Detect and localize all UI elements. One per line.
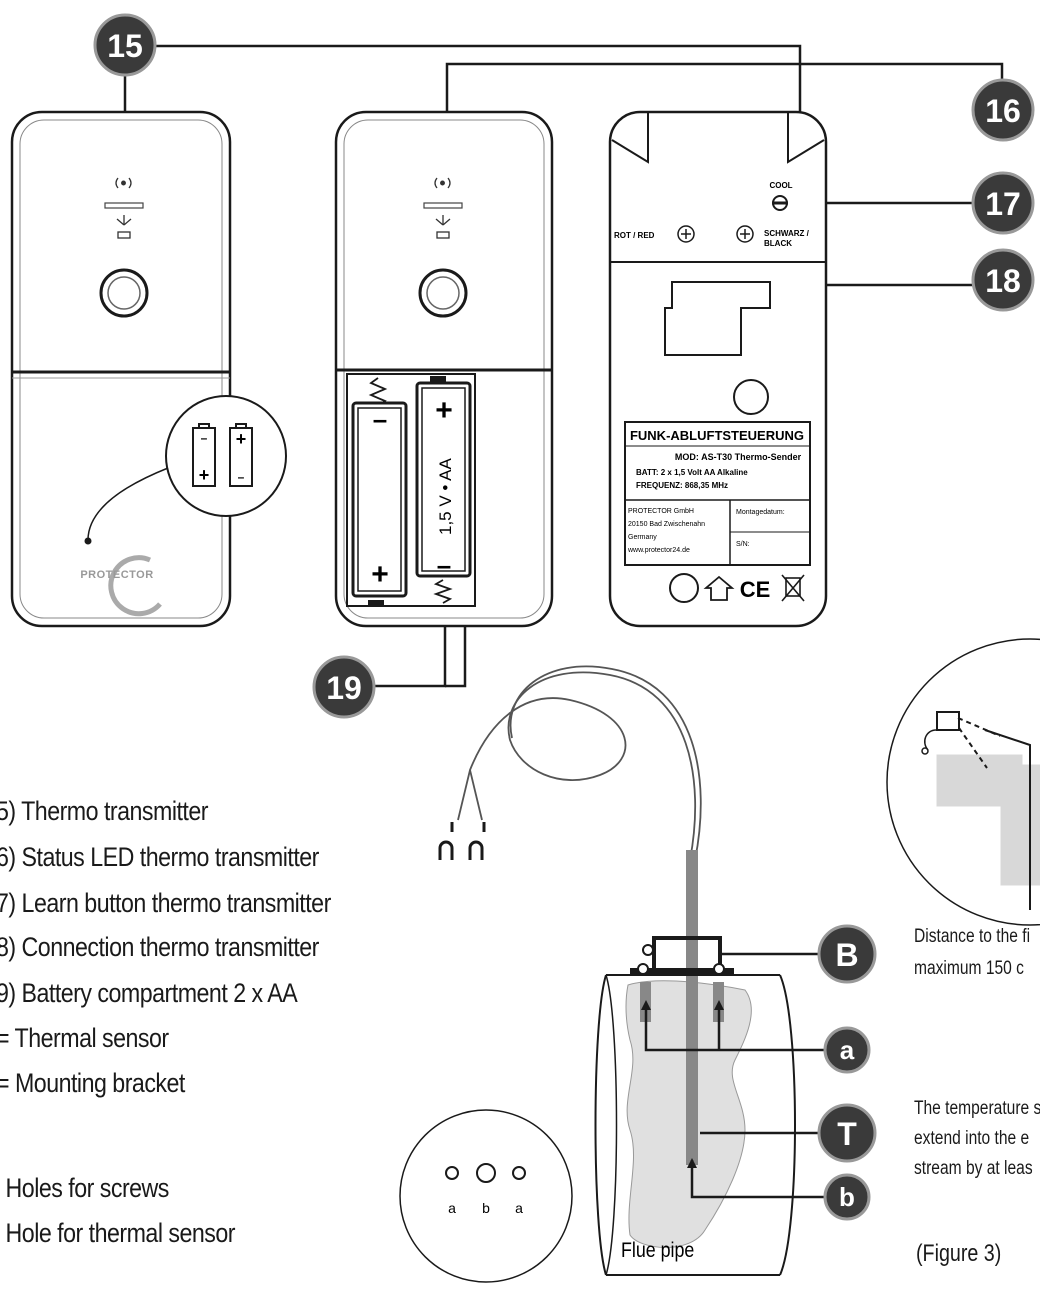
type-label xyxy=(624,421,811,566)
house-icon xyxy=(703,575,735,601)
legend-item-connection: 8) Connection thermo transmitter xyxy=(0,932,319,962)
status-led-icon xyxy=(104,202,144,209)
recycle-circle-icon xyxy=(669,573,699,603)
sensor-probe-top xyxy=(686,850,698,965)
light-icon xyxy=(435,215,451,239)
label-montagedatum: Montagedatum: xyxy=(736,509,785,516)
thermo-transmitter-back: COOL ROT / RED SCHWARZ / BLACK FUNK-ABLU… xyxy=(608,110,828,628)
callout-15: 15 xyxy=(93,13,157,77)
label-address-1: PROTECTOR GmbH xyxy=(628,508,694,515)
callout-19-label: 19 xyxy=(326,670,362,706)
thermo-transmitter-front: – + + – PROTECTOR xyxy=(10,110,287,628)
signal-icon xyxy=(115,177,132,189)
signal-icon xyxy=(434,177,451,189)
callout-15-label: 15 xyxy=(107,28,143,64)
brand-logo: PROTECTOR xyxy=(80,569,153,581)
battery-minus: – xyxy=(373,404,387,434)
callout-19: 19 xyxy=(312,655,376,719)
cool-label: COOL xyxy=(769,181,792,190)
battery-plus: + xyxy=(371,558,389,591)
thermal-sensor-cable xyxy=(457,665,702,861)
note-distance-line-1: Distance to the fi xyxy=(914,926,1031,947)
battery-cell-right xyxy=(415,381,472,578)
legend-item-status-led: 6) Status LED thermo transmitter xyxy=(0,842,319,872)
legend-item-mounting-bracket: = Mounting bracket xyxy=(0,1068,185,1098)
hole-label-a-right: a xyxy=(515,1200,523,1216)
battery-cell-left xyxy=(351,401,408,598)
callout-T: T xyxy=(817,1103,877,1163)
battery-icon xyxy=(192,423,253,487)
label-address-3: Germany xyxy=(628,534,657,541)
callout-B-label: B xyxy=(835,937,858,973)
ce-mark-icon: CE xyxy=(740,577,771,602)
screw-hole xyxy=(733,379,769,415)
callout-18-label: 18 xyxy=(985,263,1021,299)
legend-item-battery-compartment: 9) Battery compartment 2 x AA xyxy=(0,978,298,1008)
battery-icon-plus-2: + xyxy=(236,429,247,449)
flue-pipe xyxy=(594,965,796,1276)
thermo-transmitter-open: – + + – 1,5 V • AA xyxy=(334,110,554,628)
cable-lugs xyxy=(438,822,486,860)
note-distance-line-2: maximum 150 c xyxy=(914,958,1024,979)
label-address-2: 20150 Bad Zwischenahn xyxy=(628,521,705,528)
legend-item-thermal-sensor: = Thermal sensor xyxy=(0,1023,169,1053)
callout-b: b xyxy=(823,1173,871,1221)
light-icon xyxy=(116,215,132,239)
battery-icon-plus: + xyxy=(199,465,210,485)
legend-item-thermo-transmitter: 5) Thermo transmitter xyxy=(0,796,208,826)
callout-16: 16 xyxy=(971,78,1035,142)
black-terminal-label-2: BLACK xyxy=(764,239,792,248)
battery-icon-minus: – xyxy=(201,431,208,445)
battery-plus-2: + xyxy=(435,394,453,427)
battery-icon-minus-2: – xyxy=(238,470,245,484)
hole-label-b: b xyxy=(482,1200,490,1216)
hole-label-a-left: a xyxy=(448,1200,456,1216)
battery-compartment xyxy=(346,373,476,607)
note-temperature-line-2: extend into the e xyxy=(914,1128,1030,1149)
label-freq: FREQUENZ: 868,35 MHz xyxy=(636,481,728,490)
hole-diagram: a b a xyxy=(399,1109,573,1283)
wee-bin-icon xyxy=(781,574,805,602)
leader-lines xyxy=(123,44,1004,688)
black-terminal xyxy=(736,225,754,243)
label-address-4: www.protector24.de xyxy=(627,547,690,554)
battery-minus-2: – xyxy=(437,550,451,580)
legend-item-learn-button: 7) Learn button thermo transmitter xyxy=(0,888,331,918)
callout-17: 17 xyxy=(971,171,1035,235)
status-led-icon xyxy=(423,202,463,209)
pipe-arrows xyxy=(641,1000,724,1168)
note-temperature-line-3: stream by at leas xyxy=(914,1158,1033,1179)
note-temperature-line-1: The temperature s xyxy=(914,1098,1040,1119)
label-batt: BATT: 2 x 1,5 Volt AA Alkaline xyxy=(636,468,748,477)
legend-item-sensor-hole: • Hole for thermal sensor xyxy=(0,1218,236,1248)
battery-zoom-circle xyxy=(165,395,287,517)
sensor-probe xyxy=(686,965,698,1165)
callout-b-label: b xyxy=(839,1182,855,1212)
legend-item-screw-holes: • Holes for screws xyxy=(0,1173,169,1203)
figure-caption: (Figure 3) xyxy=(916,1240,1002,1267)
callout-B: B xyxy=(817,924,877,984)
pipe-leader-lines xyxy=(644,952,826,1199)
installation-detail-circle xyxy=(886,638,1040,926)
callout-18: 18 xyxy=(971,248,1035,312)
callout-a: a xyxy=(823,1026,871,1074)
label-sn: S/N: xyxy=(736,541,750,548)
callout-17-label: 17 xyxy=(985,186,1021,222)
label-title: FUNK-ABLUFTSTEUERUNG xyxy=(630,428,804,443)
label-mod: MOD: AS-T30 Thermo-Sender xyxy=(675,452,802,462)
callout-T-label: T xyxy=(837,1116,857,1152)
red-terminal xyxy=(677,225,695,243)
brand-swirl-icon xyxy=(108,555,162,617)
flue-pipe-label: Flue pipe xyxy=(621,1239,694,1263)
black-terminal-label-1: SCHWARZ / xyxy=(764,229,810,238)
red-terminal-label: ROT / RED xyxy=(614,231,655,240)
callout-a-label: a xyxy=(840,1035,855,1065)
mounting-bracket xyxy=(630,936,734,976)
callout-16-label: 16 xyxy=(985,93,1021,129)
battery-voltage-label: 1,5 V • AA xyxy=(436,458,455,535)
